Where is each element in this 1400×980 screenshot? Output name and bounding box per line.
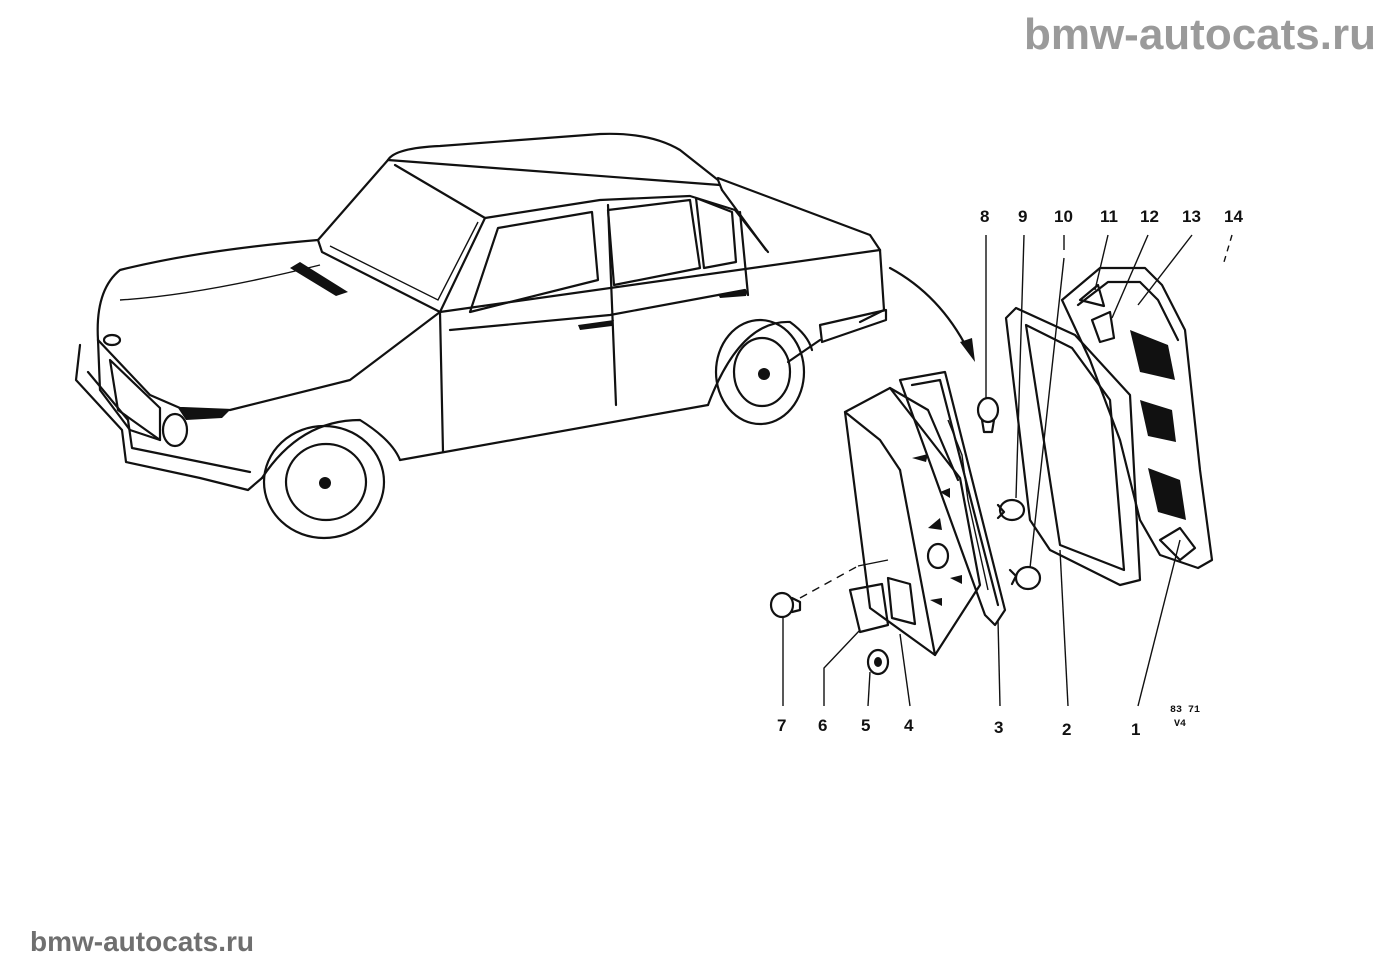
bulb-9-upper <box>996 498 1026 522</box>
grommet-5 <box>866 648 890 676</box>
watermark-top: bmw-autocats.ru <box>1023 10 1376 59</box>
callout-10: 10 <box>1054 207 1073 226</box>
leader-lines <box>782 234 1233 707</box>
callout-13: 13 <box>1182 207 1201 226</box>
callout-7: 7 <box>777 716 786 735</box>
lens-frame <box>1004 306 1142 587</box>
callout-9: 9 <box>1018 207 1027 226</box>
bulb-8 <box>976 396 1000 434</box>
callout-1: 1 <box>1131 720 1140 739</box>
bulb-7 <box>769 591 802 619</box>
tail-light-lens <box>1060 266 1214 570</box>
callout-6: 6 <box>818 716 827 735</box>
diagram-code-line1: 83 71 <box>1170 705 1200 716</box>
callout-14: 14 <box>1224 207 1243 226</box>
bulb-9-lower <box>1008 565 1042 591</box>
tail-light-housing <box>843 386 982 657</box>
diagram-code-line2: V4 <box>1174 719 1186 730</box>
callout-11: 11 <box>1100 207 1118 226</box>
callout-12: 12 <box>1140 207 1159 226</box>
housing-gasket <box>898 370 1007 627</box>
callout-8-top: 8 <box>980 207 989 226</box>
callout-3: 3 <box>994 718 1003 737</box>
callout-2: 2 <box>1062 720 1071 739</box>
callout-4: 4 <box>904 716 914 735</box>
car-illustration <box>74 132 975 540</box>
callout-numbers: 8 9 10 11 12 13 14 7 6 5 4 3 2 1 83 71 V… <box>777 207 1243 739</box>
cover-plate-6 <box>848 582 890 634</box>
callout-5: 5 <box>861 716 870 735</box>
watermark-bottom: bmw-autocats.ru <box>30 926 255 957</box>
